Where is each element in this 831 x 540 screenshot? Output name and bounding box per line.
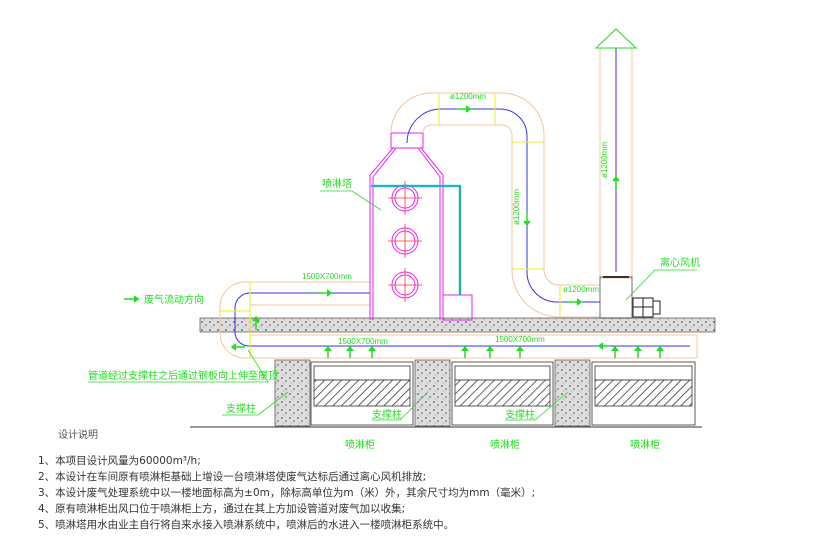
duct-centerline <box>234 292 690 347</box>
flow-arrows <box>124 105 664 358</box>
pipe-note: 管道经过支撑柱之后通过钢板向上伸至屋顶 <box>88 369 278 382</box>
dimension-label: ø1200mm <box>563 285 599 294</box>
dimension-label: ø1200mm <box>512 189 521 225</box>
support-column <box>414 359 451 427</box>
design-notes: 1、本项目设计风量为60000m³/h; 2、本设计在车间原有喷淋柜基础上增设一… <box>38 453 535 533</box>
dimension-label: 1500X700mm <box>495 335 545 344</box>
column-label: 支撑柱 <box>505 408 535 421</box>
column-label: 支撑柱 <box>226 402 256 415</box>
tower-label: 喷淋塔 <box>322 177 352 190</box>
dimension-label: ø1200mm <box>600 142 609 178</box>
exhaust-stack <box>594 28 638 319</box>
note-item: 1、本项目设计风量为60000m³/h; <box>38 455 201 467</box>
dimension-label: ø1200mm <box>450 92 486 101</box>
fan-label: 离心风机 <box>660 256 700 269</box>
notes-title: 设计说明 <box>58 430 98 441</box>
column-label: 支撑柱 <box>372 408 402 421</box>
pipe-centerline <box>406 108 600 303</box>
cabinet-label: 喷淋柜 <box>630 438 660 451</box>
spray-tower <box>369 132 473 321</box>
note-item: 2、本设计在车间原有喷淋柜基础上增设一台喷淋塔使废气达标后通过离心风机排放; <box>38 471 427 483</box>
spray-pipe-outline <box>371 185 461 295</box>
note-item: 4、原有喷淋柜出风口位于喷淋柜上方，通过在其上方加设管道对废气加以收集; <box>38 503 406 515</box>
cabinet-label: 喷淋柜 <box>345 438 375 451</box>
support-column <box>554 359 591 427</box>
note-item: 5、喷淋塔用水由业主自行将自来水接入喷淋系统中，喷淋后的水进入一楼喷淋柜系统中。 <box>38 519 455 531</box>
note-item: 3、本设计废气处理系统中以一楼地面标高为±0m，除标高单位为m（米）外，其余尺寸… <box>38 487 536 499</box>
dimension-label: 1500X700mm <box>338 337 388 346</box>
upper-pipe <box>390 92 600 318</box>
floor-slab <box>199 317 716 333</box>
spray-pipe <box>371 184 462 295</box>
leader-lines <box>88 190 697 421</box>
flow-direction-label: 废气流动方向 <box>144 293 204 306</box>
dimension-label: 1500X700mm <box>302 272 352 281</box>
cabinet-label: 喷淋柜 <box>490 438 520 451</box>
nozzle-marks <box>388 181 422 302</box>
centrifugal-fan <box>632 297 661 318</box>
support-column <box>274 359 311 427</box>
pipe-joints <box>438 93 561 317</box>
spray-cabinets <box>310 361 696 426</box>
